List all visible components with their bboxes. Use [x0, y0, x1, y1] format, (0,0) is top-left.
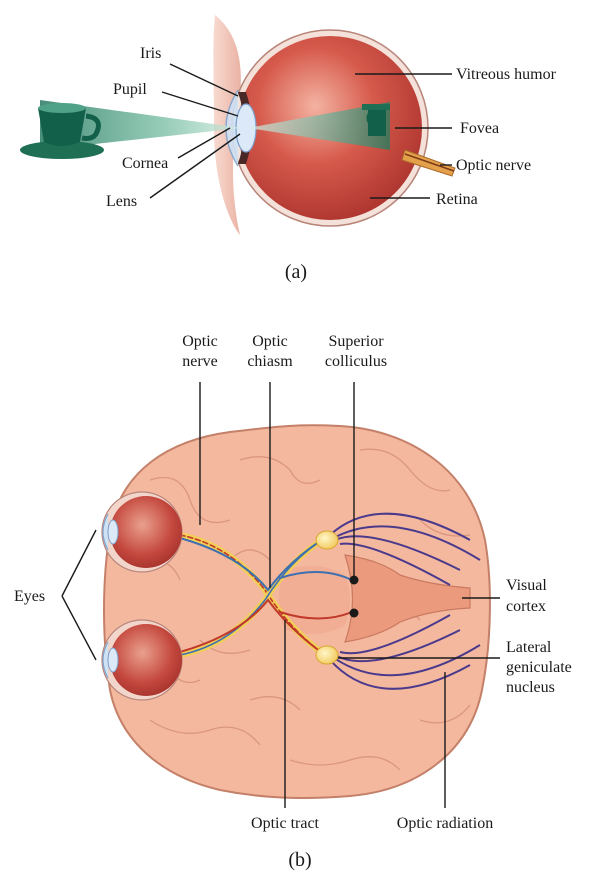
caption-a: (a): [285, 261, 307, 283]
label-eyes: Eyes: [14, 588, 45, 605]
label-pupil: Pupil: [113, 81, 147, 98]
lgn-bottom: [316, 646, 338, 664]
label-optic-tract: Optic tract: [251, 815, 320, 832]
label-lgn-line3: nucleus: [506, 679, 555, 696]
label-optic-chiasm-line1: Optic: [252, 333, 288, 350]
label-optic-chiasm-line2: chiasm: [247, 353, 293, 370]
label-lens: Lens: [106, 193, 137, 210]
label-optic-nerve-a: Optic nerve: [456, 157, 531, 174]
label-visual-cortex-line2: cortex: [506, 598, 546, 615]
label-superior-colliculus-line2: colliculus: [325, 353, 387, 370]
panel-a-eye-anatomy: Iris Pupil Cornea Lens Vitreous humor Fo…: [20, 15, 557, 283]
label-optic-nerve-b-line2: nerve: [182, 353, 218, 370]
lgn-top: [316, 531, 338, 549]
label-iris: Iris: [140, 45, 161, 62]
eye-top: [102, 492, 182, 572]
label-fovea: Fovea: [460, 120, 499, 137]
caption-b: (b): [288, 849, 311, 871]
label-retina: Retina: [436, 191, 478, 208]
label-superior-colliculus-line1: Superior: [328, 333, 384, 350]
label-cornea: Cornea: [122, 155, 168, 172]
label-lgn-line2: geniculate: [506, 659, 572, 676]
eye-bottom: [102, 620, 182, 700]
label-lgn-line1: Lateral: [506, 639, 552, 656]
label-optic-nerve-b-line1: Optic: [182, 333, 218, 350]
panel-b-visual-pathway: Optic nerve Optic chiasm Superior collic…: [14, 333, 572, 871]
label-visual-cortex-line1: Visual: [506, 577, 547, 594]
superior-colliculus-bottom: [350, 609, 359, 618]
label-optic-radiation: Optic radiation: [397, 815, 493, 832]
label-vitreous-humor: Vitreous humor: [456, 66, 557, 83]
